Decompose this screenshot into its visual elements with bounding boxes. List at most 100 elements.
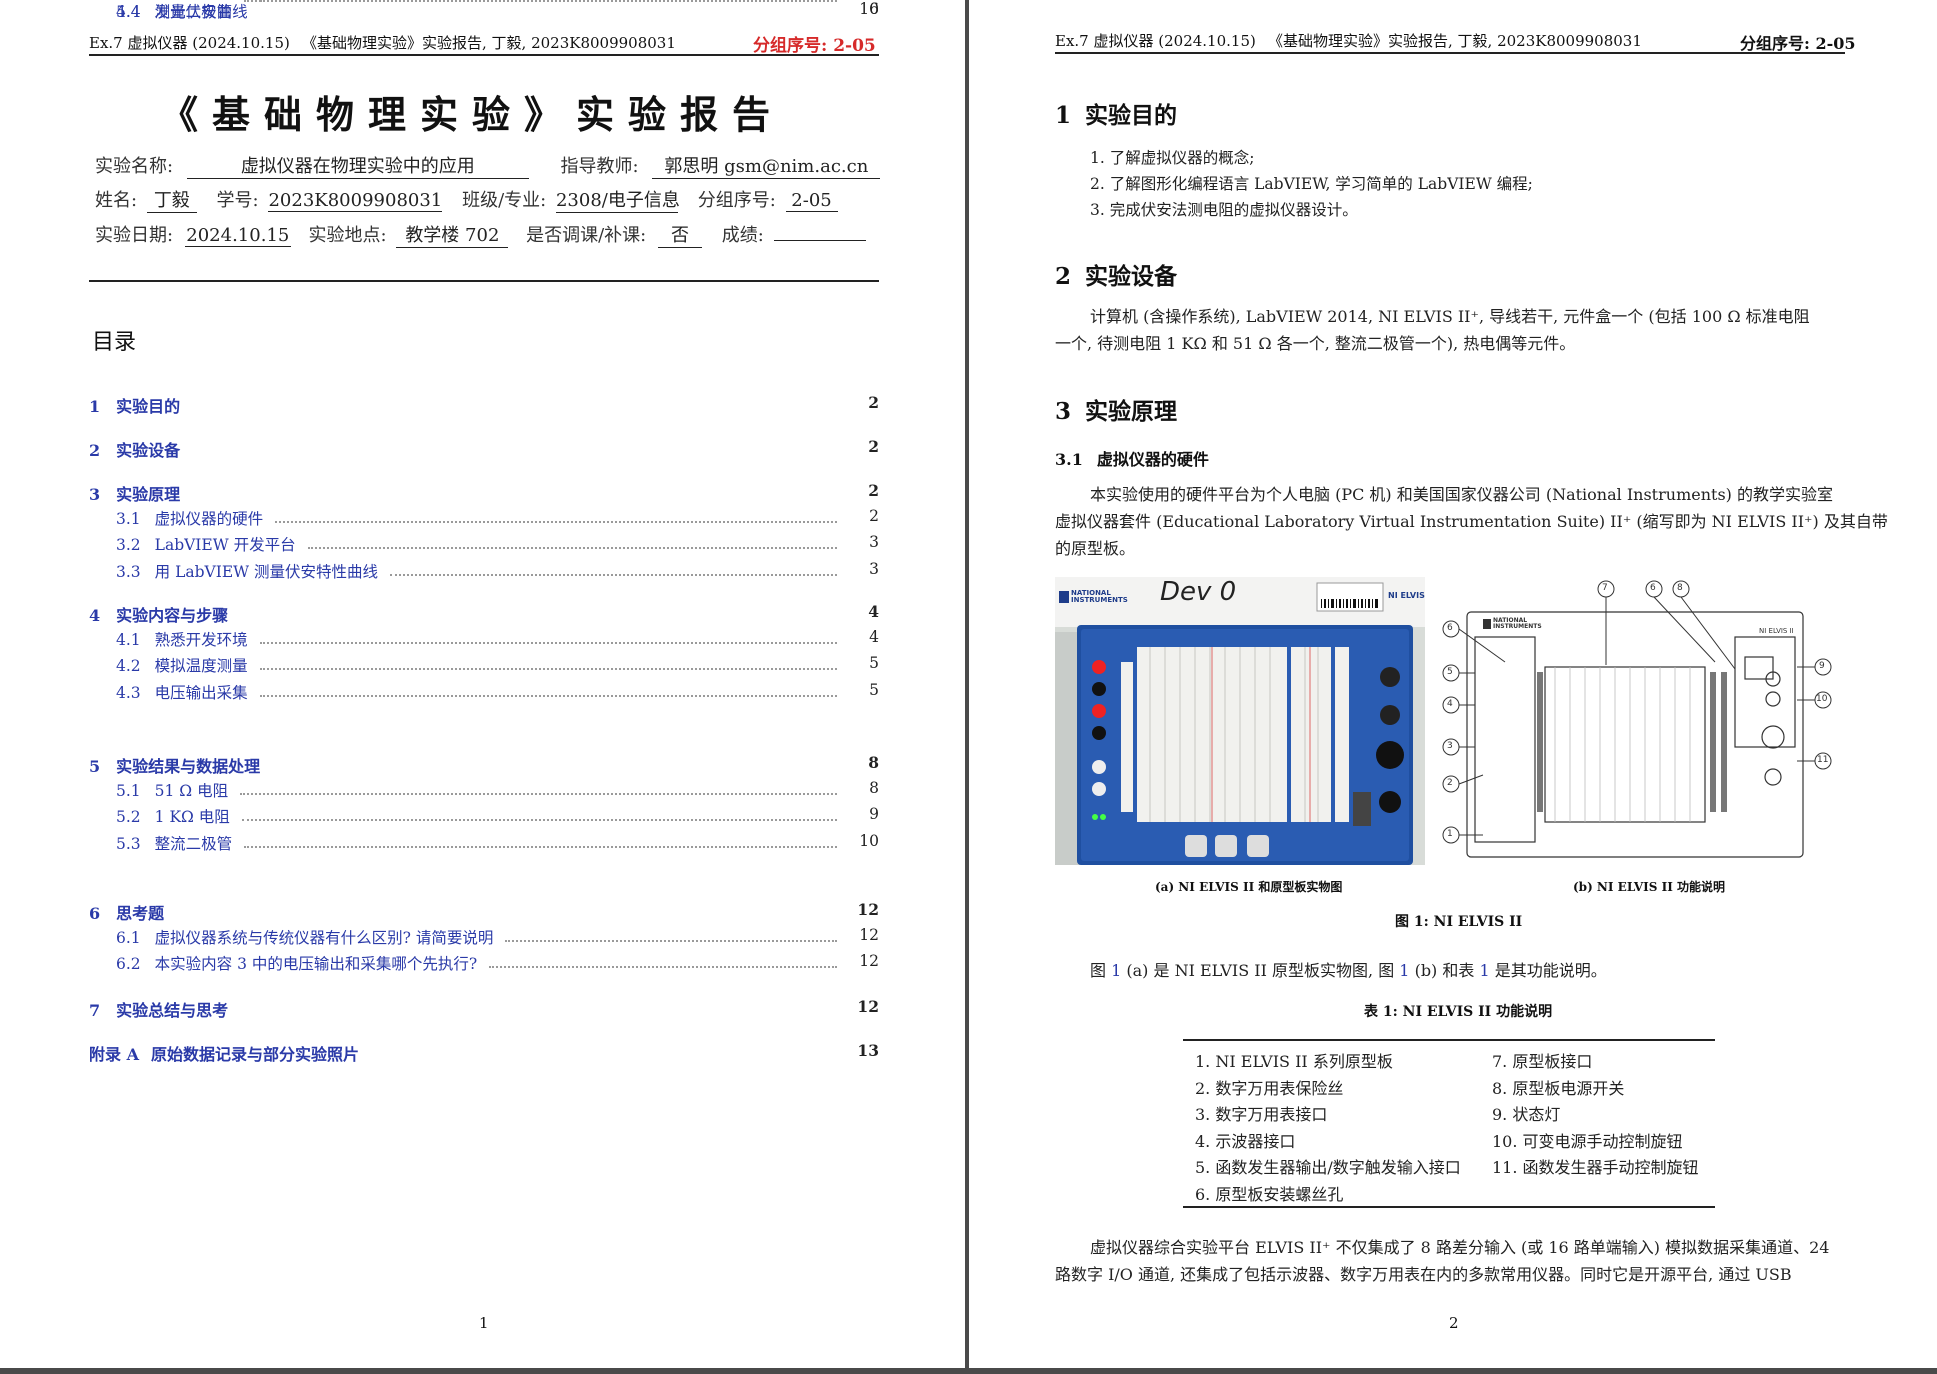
table-cell-left: 2. 数字万用表保险丝 [1195, 1078, 1344, 1098]
place-label: 实验地点: [308, 225, 387, 246]
page-1: Ex.7 虚拟仪器 (2024.10.15) 《基础物理实验》实验报告, 丁毅,… [0, 0, 965, 1368]
teacher-label: 指导教师: [560, 156, 639, 177]
subsection-3-1-number: 3.1 [1055, 450, 1083, 469]
makeup-value: 否 [657, 221, 702, 248]
header-center: 《基础物理实验》实验报告, 丁毅, 2023K8009908031 [302, 34, 676, 52]
figure-link-1[interactable]: 1 [1111, 961, 1122, 980]
section-2-title: 实验设备 [1085, 263, 1178, 290]
toc-entry-page: 4 [868, 602, 879, 621]
figure-link-2[interactable]: 1 [1399, 961, 1410, 980]
toc-leader-dots [489, 966, 837, 968]
toc-subentry-number: 5.1 [116, 782, 141, 800]
toc-entry-page: 2 [868, 437, 879, 456]
section-3-title: 实验原理 [1085, 398, 1178, 425]
place-value: 教学楼 702 [396, 221, 509, 248]
aim-item-1: 1. 了解虚拟仪器的概念; [1090, 149, 1255, 167]
name-label: 实验名称: [95, 156, 174, 177]
toc-subentry-page: 5 [869, 681, 879, 699]
toc-entry-number: 7 [89, 1001, 101, 1020]
name-value: 虚拟仪器在物理实验中的应用 [186, 152, 529, 179]
section-1-title: 实验目的 [1085, 102, 1178, 129]
callout-3: 3 [1447, 741, 1453, 751]
figure-a-photo: NATIONAL INSTRUMENTS Dev 0 NI ELVIS II⁺ [1055, 577, 1425, 865]
hardware-para-line-2: 虚拟仪器套件 (Educational Laboratory Virtual I… [1055, 512, 1888, 531]
aim-item-3: 3. 完成伏安法测电阻的虚拟仪器设计。 [1090, 201, 1358, 219]
report-title: 《基础物理实验》实验报告 [160, 92, 785, 137]
toc-leader-dots [244, 846, 837, 848]
toc-entry[interactable]: 3 实验原理 [89, 481, 180, 505]
date-label: 实验日期: [95, 225, 174, 246]
figure-a-caption: (a) NI ELVIS II 和原型板实物图 [1155, 880, 1343, 894]
toc-heading: 目录 [92, 330, 137, 355]
table-bottom-rule [1183, 1206, 1715, 1208]
header-left: Ex.7 虚拟仪器 (2024.10.15) [1055, 32, 1256, 50]
toc-subentry-title: 熟悉开发环境 [154, 631, 248, 649]
table-top-rule [1183, 1039, 1715, 1041]
elvis-photo [1055, 577, 1425, 865]
score-value [773, 220, 866, 241]
toc-leader-dots [275, 521, 837, 523]
student-label: 姓名: [95, 190, 138, 211]
callout-10: 10 [1816, 694, 1828, 704]
table-link-1[interactable]: 1 [1479, 961, 1490, 980]
group-label: 分组序号: [697, 190, 776, 211]
toc-entry-title: 实验设备 [116, 441, 181, 460]
page-number: 1 [479, 1314, 489, 1332]
elvis-para-line-1: 虚拟仪器综合实验平台 ELVIS II⁺ 不仅集成了 8 路差分输入 (或 16… [1090, 1238, 1830, 1257]
date-value: 2024.10.15 [184, 225, 291, 247]
toc-entry-title: 实验目的 [116, 397, 181, 416]
toc-subentry-title: 虚拟仪器系统与传统仪器有什么区别? 请简要说明 [154, 929, 494, 947]
figure-b-diagram: NATIONAL INSTRUMENTS NI ELVIS II 1 2 3 4… [1435, 577, 1835, 865]
toc-leader-dots [505, 940, 837, 942]
toc-entry-page: 8 [868, 753, 879, 772]
info-row-2: 姓名: 丁毅 学号: 2023K8009908031 班级/专业: 2308/电… [95, 186, 838, 213]
toc-entry-title: 实验总结与思考 [116, 1001, 229, 1020]
toc-subentry-title: 整流二极管 [154, 835, 233, 853]
table-cell-left: 6. 原型板安装螺丝孔 [1195, 1184, 1344, 1204]
callout-7: 7 [1602, 583, 1608, 593]
teacher-value: 郭思明 gsm@nim.ac.cn [652, 152, 881, 179]
toc-subentry[interactable]: 4.1 熟悉开发环境 [116, 628, 248, 650]
elvis-function-diagram [1442, 580, 1832, 858]
toc-subentry-page: 12 [859, 926, 879, 944]
toc-leader-dots [390, 574, 837, 576]
toc-subentry-title: 用 LabVIEW 测量伏安特性曲线 [154, 563, 379, 581]
toc-subentry-number: 4.3 [116, 684, 141, 702]
toc-subentry-title: 1 KΩ 电阻 [154, 808, 230, 826]
callout-6-top: 6 [1650, 583, 1656, 593]
elvis-brand-text: NI ELVIS II [1759, 627, 1794, 635]
section-1-number: 1 [1055, 102, 1072, 129]
toc-subentry-page: 3 [869, 533, 879, 551]
toc-entry[interactable]: 7 实验总结与思考 [89, 997, 228, 1021]
elvis-para-line-2: 路数字 I/O 通道, 还集成了包括示波器、数字万用表在内的多款常用仪器。同时它… [1055, 1265, 1792, 1284]
toc-entry-title: 思考题 [116, 904, 165, 923]
toc-entry-number: 3 [89, 485, 101, 504]
header-right: 分组序号: 2-05 [1740, 34, 1856, 53]
group-value: 2-05 [785, 190, 838, 212]
class-label: 班级/专业: [462, 190, 547, 211]
fig-ref-text-4: 是其功能说明。 [1489, 961, 1607, 980]
toc-subentry-title: 虚拟仪器的硬件 [154, 510, 264, 528]
toc-entry-title: 实验原理 [116, 485, 181, 504]
toc-subentry-number: 4.2 [116, 657, 141, 675]
toc-subentry-number: 4.1 [116, 631, 141, 649]
